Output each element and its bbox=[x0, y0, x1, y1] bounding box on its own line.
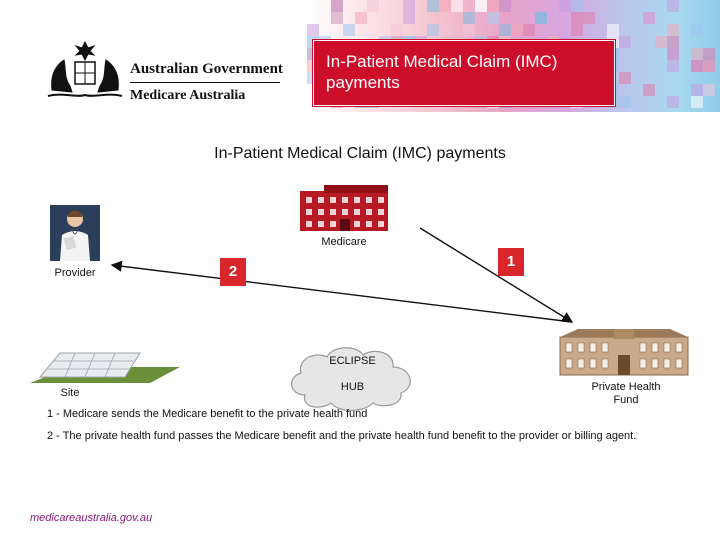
hub-label-top: ECLIPSE bbox=[329, 355, 376, 367]
step-number-1: 1 bbox=[506, 253, 516, 270]
private-health-fund-building-icon bbox=[559, 329, 689, 376]
banner-tile bbox=[355, 12, 367, 24]
medicare-building-icon bbox=[300, 185, 388, 231]
banner-tile bbox=[367, 0, 379, 12]
banner-tile bbox=[451, 0, 463, 12]
footnote-step-2: 2 - The private health fund passes the M… bbox=[47, 430, 637, 442]
banner-tile bbox=[583, 12, 595, 24]
site-building-icon bbox=[30, 352, 180, 383]
banner-tile bbox=[619, 96, 631, 108]
banner-tile bbox=[427, 0, 439, 12]
header-divider bbox=[130, 82, 280, 83]
banner-tile bbox=[535, 12, 547, 24]
banner-tile bbox=[403, 12, 415, 24]
banner-tile bbox=[511, 24, 523, 36]
agency-name: Medicare Australia bbox=[130, 88, 246, 103]
banner-tile bbox=[691, 84, 703, 96]
coat-of-arms-icon bbox=[47, 40, 123, 97]
banner-tile bbox=[691, 96, 703, 108]
banner-tile bbox=[607, 24, 619, 36]
banner-tile bbox=[667, 48, 679, 60]
doctor-icon bbox=[50, 205, 100, 261]
banner-tile bbox=[307, 24, 319, 36]
step-badge-1: 1 bbox=[498, 248, 524, 276]
header-title: In-Patient Medical Claim (IMC) payments bbox=[326, 52, 558, 92]
footnote-step-1: 1 - Medicare sends the Medicare benefit … bbox=[47, 408, 368, 420]
banner-tile bbox=[691, 24, 703, 36]
banner-tile bbox=[499, 24, 511, 36]
banner-tile bbox=[331, 12, 343, 24]
banner-tile bbox=[439, 24, 451, 36]
banner-tile bbox=[343, 24, 355, 36]
banner-tile bbox=[439, 0, 451, 12]
banner-tile bbox=[331, 0, 343, 12]
banner-tile bbox=[463, 24, 475, 36]
banner-tile bbox=[667, 0, 679, 12]
header-title-box bbox=[313, 40, 615, 106]
banner-tile bbox=[475, 0, 487, 12]
banner-tile bbox=[667, 60, 679, 72]
banner-tile bbox=[487, 0, 499, 12]
slide-title: In-Patient Medical Claim (IMC) payments bbox=[214, 145, 506, 162]
arrow-medicare-to-fund bbox=[419, 227, 574, 323]
banner-tile bbox=[667, 96, 679, 108]
banner-tile bbox=[571, 0, 583, 12]
arrow-fund-to-provider bbox=[110, 260, 573, 323]
banner-tile bbox=[667, 36, 679, 48]
provider-label: Provider bbox=[54, 267, 96, 279]
banner-tile bbox=[559, 0, 571, 12]
banner-tile bbox=[499, 0, 511, 12]
banner-tile bbox=[403, 0, 415, 12]
hub-label-bottom: HUB bbox=[340, 381, 365, 393]
step-number-2: 2 bbox=[228, 263, 238, 280]
footer-url-link[interactable]: medicareaustralia.gov.au bbox=[30, 512, 153, 524]
banner-tile bbox=[463, 12, 475, 24]
banner-tile bbox=[703, 60, 715, 72]
banner-tile bbox=[703, 48, 715, 60]
banner-tile bbox=[703, 84, 715, 96]
banner-tile bbox=[691, 48, 703, 60]
banner-tile bbox=[571, 12, 583, 24]
banner-tile bbox=[487, 12, 499, 24]
banner-tile bbox=[523, 24, 535, 36]
step-badge-2: 2 bbox=[220, 258, 246, 286]
government-name: Australian Government bbox=[130, 61, 283, 77]
site-label: Site bbox=[60, 387, 80, 399]
private-health-fund-label: Private Health Fund bbox=[591, 381, 661, 406]
banner-tile bbox=[643, 84, 655, 96]
banner-tile bbox=[571, 24, 583, 36]
banner-tile bbox=[655, 36, 667, 48]
banner-tile bbox=[691, 60, 703, 72]
banner-tile bbox=[391, 24, 403, 36]
banner-tile bbox=[643, 12, 655, 24]
banner-tile bbox=[667, 24, 679, 36]
banner-tile bbox=[427, 24, 439, 36]
banner-tile bbox=[619, 36, 631, 48]
banner-tile bbox=[619, 72, 631, 84]
eclipse-hub-cloud-icon bbox=[291, 347, 411, 412]
medicare-label: Medicare bbox=[321, 236, 367, 248]
